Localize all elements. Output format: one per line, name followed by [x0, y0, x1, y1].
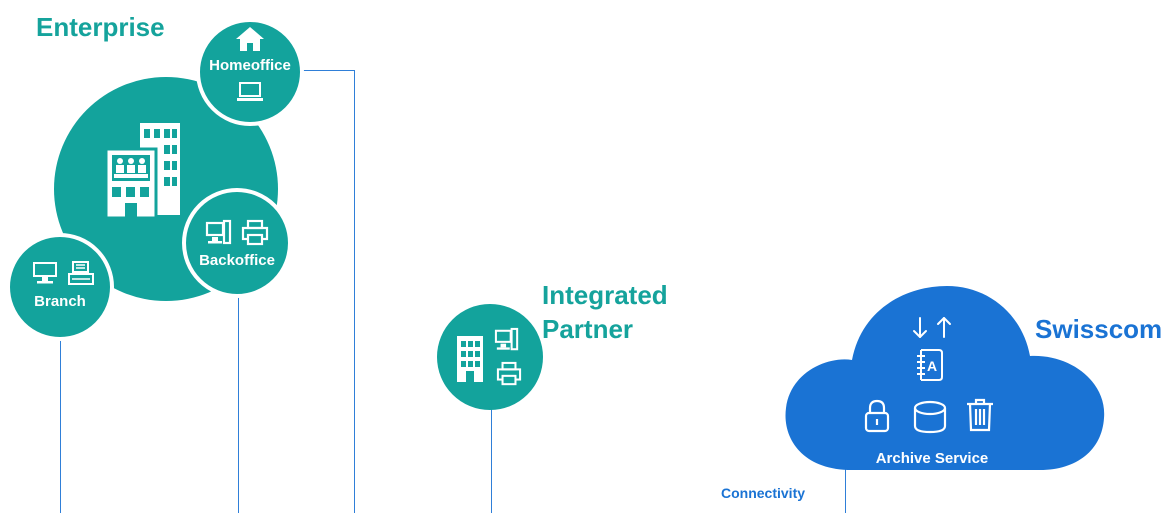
monitor-icon — [33, 262, 57, 284]
office-building-icon — [104, 123, 180, 220]
connectivity-label: Connectivity — [721, 485, 806, 501]
office-building-icon — [457, 336, 483, 382]
connectivity-connector-line — [845, 465, 846, 513]
partner-title-line2: Partner — [542, 314, 634, 344]
laptop-icon — [237, 82, 263, 101]
swisscom-title: Swisscom — [1035, 314, 1163, 344]
archive-service-cloud — [785, 286, 1105, 470]
branch-node: Branch — [6, 233, 114, 341]
address-book-icon: A — [917, 349, 943, 381]
backoffice-label: Backoffice — [199, 252, 275, 269]
homeoffice-connector-line — [354, 70, 355, 513]
printer-icon — [241, 219, 269, 246]
trash-icon — [967, 398, 993, 432]
partner-connector-line — [491, 408, 492, 513]
database-icon — [913, 400, 947, 434]
branch-connector-line — [60, 335, 61, 513]
homeoffice-connector-horizontal — [300, 70, 355, 71]
partner-title-line1: Integrated — [542, 280, 668, 310]
homeoffice-node: Homeoffice — [196, 18, 304, 126]
backoffice-connector-line — [238, 295, 239, 513]
transfer-arrows-icon — [913, 317, 951, 338]
archive-service-label: Archive Service — [875, 450, 989, 467]
backoffice-node: Backoffice — [182, 188, 292, 298]
printer-icon — [496, 361, 522, 386]
house-icon — [236, 27, 264, 51]
desktop-computer-icon — [205, 219, 232, 245]
lock-icon — [864, 399, 890, 433]
desktop-computer-icon — [494, 327, 519, 351]
cash-register-icon — [68, 261, 94, 285]
branch-label: Branch — [34, 293, 86, 310]
svg-text:A: A — [927, 358, 937, 374]
homeoffice-label: Homeoffice — [209, 57, 291, 74]
enterprise-title: Enterprise — [36, 12, 165, 42]
partner-node — [437, 304, 543, 410]
